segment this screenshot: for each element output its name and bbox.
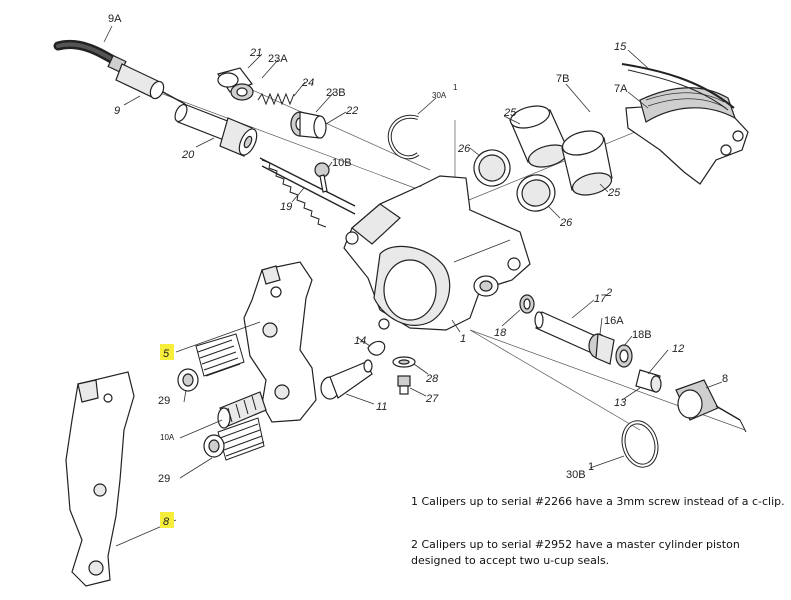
bushing-23b [290, 111, 327, 139]
bracket-5 [243, 261, 317, 423]
piston-cup-16a [588, 333, 615, 365]
label-25-lower: 25 [607, 187, 621, 199]
washer-28 [392, 356, 416, 368]
label-10b: 10B [332, 157, 352, 169]
label-27: 27 [425, 393, 439, 405]
label-25-upper: 25 [503, 107, 517, 119]
label-5: 5 [163, 348, 170, 360]
caliper-body-1 [343, 175, 531, 331]
brake-pads-7a-7b [625, 87, 749, 185]
o-ring-18 [519, 294, 535, 314]
label-23a: 23A [268, 53, 288, 65]
label-8-left: 8 [163, 516, 170, 528]
mount-bracket-8 [65, 371, 135, 587]
footnote-1: 1 Calipers up to serial #2266 have a 3mm… [411, 495, 785, 508]
label-18: 18 [494, 327, 507, 339]
cable-end-9 [115, 63, 186, 105]
clip-14 [367, 340, 386, 356]
label-28: 28 [425, 373, 439, 385]
label-29-lower: 29 [158, 473, 170, 485]
label-8-right: 8 [722, 373, 728, 385]
c-clip-30a [387, 114, 420, 160]
seal-26-lower [516, 174, 556, 212]
label-7b: 7B [556, 73, 569, 85]
adjust-rod-19 [259, 157, 356, 228]
pad-spring-15 [621, 63, 735, 111]
piston-25-lower [561, 130, 613, 196]
label-18b: 18B [632, 329, 652, 341]
highlight-label-8 [160, 512, 174, 528]
label-17-sup: 2 [605, 287, 612, 299]
label-20: 20 [181, 149, 195, 161]
cap-21 [217, 67, 254, 101]
label-30b-sup: 1 [588, 461, 594, 473]
label-23b: 23B [326, 87, 346, 99]
footnote-2: 2 Calipers up to serial #2952 have a mas… [411, 538, 740, 567]
c-clip-30b [621, 420, 659, 468]
seal-18b [615, 344, 633, 368]
label-24: 24 [301, 77, 314, 89]
label-9: 9 [114, 105, 120, 117]
label-19: 19 [280, 201, 292, 213]
screw-13 [635, 369, 662, 393]
label-26-lower: 26 [559, 217, 573, 229]
label-11: 11 [376, 401, 387, 413]
piston-25-upper [509, 105, 569, 168]
screw-10b [314, 162, 330, 193]
brake-cable-9a [53, 39, 127, 74]
label-17: 17 [594, 293, 607, 305]
seal-26-upper [473, 149, 511, 187]
label-12: 12 [672, 343, 684, 355]
label-9a: 9A [108, 13, 122, 25]
label-30a-sup: 1 [453, 83, 458, 92]
fitting-8-right [675, 379, 747, 433]
label-30b: 30B [566, 469, 586, 481]
label-26-upper: 26 [457, 143, 471, 155]
part-labels: 9A 9 21 23A 24 23B 22 20 30A 1 15 7B 7A … [108, 13, 728, 528]
pin-11 [320, 359, 373, 400]
bolt-10a [217, 391, 267, 429]
spring-24 [257, 92, 295, 106]
bleeder-27 [397, 375, 411, 395]
label-15: 15 [614, 41, 627, 53]
label-21: 21 [249, 47, 262, 59]
label-1: 1 [460, 333, 466, 345]
label-22: 22 [345, 105, 358, 117]
label-14: 14 [354, 335, 366, 347]
label-29-upper: 29 [158, 395, 170, 407]
label-7a: 7A [614, 83, 628, 95]
label-13: 13 [614, 397, 627, 409]
label-10a: 10A [160, 433, 175, 442]
label-30a: 30A [432, 91, 447, 100]
bolt-29-upper [177, 333, 245, 392]
highlight-label-5 [160, 344, 174, 360]
label-16a: 16A [604, 315, 624, 327]
sleeve-20 [174, 103, 258, 157]
leader-lines [103, 25, 723, 547]
bolt-29-lower [203, 417, 265, 461]
